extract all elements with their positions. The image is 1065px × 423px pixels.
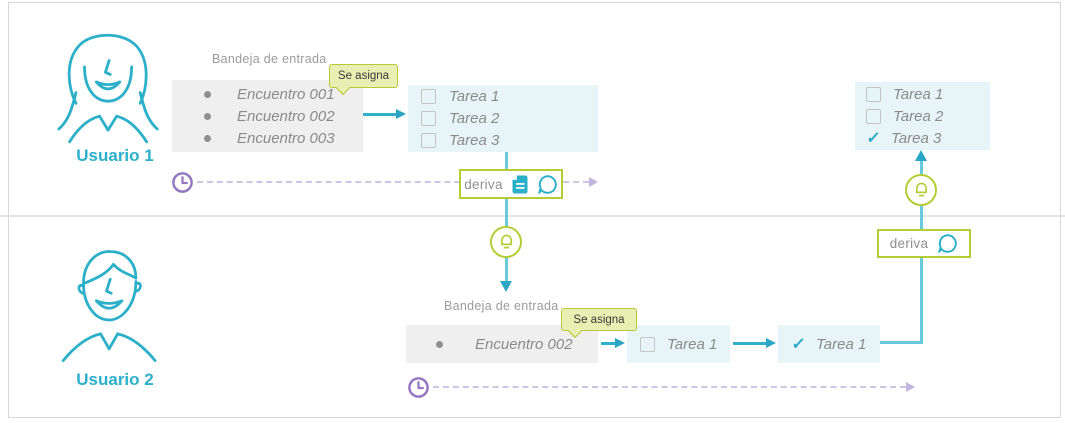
- list-item: Tarea 2: [421, 108, 598, 130]
- list-item: Encuentro 002: [436, 333, 598, 355]
- encounter-label: Encuentro 002: [475, 335, 573, 353]
- user1-task-box: Tarea 1 Tarea 2 Tarea 3: [408, 85, 598, 152]
- list-item: Tarea 1: [640, 333, 730, 355]
- deriva-label: deriva: [464, 176, 503, 192]
- list-item: Encuentro 001: [204, 83, 363, 105]
- bullet-icon: [204, 90, 211, 98]
- list-item: Tarea 3: [421, 130, 598, 152]
- section-divider: [0, 215, 1065, 217]
- deriva-box-1: deriva: [459, 169, 563, 199]
- encounter-label: Encuentro 001: [237, 85, 335, 103]
- diagram-frame: [8, 2, 1061, 418]
- deriva-box-2: deriva: [877, 229, 971, 258]
- arrow-up-icon: [915, 150, 927, 161]
- assign-tooltip: Se asigna: [561, 308, 637, 339]
- list-item: ✓ Tarea 3: [866, 127, 990, 149]
- connector-elbow-line: [880, 341, 923, 344]
- notification-bell-icon: [490, 226, 522, 258]
- arrow-right-icon: [615, 338, 625, 348]
- checkbox-icon: [421, 111, 436, 126]
- user1-inbox-label: Bandeja de entrada: [212, 52, 327, 66]
- assign-arrow-line-1: [355, 113, 397, 116]
- encounter-label: Encuentro 002: [237, 107, 335, 125]
- list-item: Tarea 1: [421, 86, 598, 108]
- list-item: ✓ Tarea 1: [791, 333, 880, 355]
- bullet-icon: [436, 340, 443, 348]
- assign-arrow-line-2: [601, 342, 616, 345]
- deriva-label: deriva: [889, 236, 929, 251]
- clock-icon: [172, 172, 193, 193]
- connector-derive-down-line: [505, 140, 508, 285]
- chat-bubble-icon: [938, 234, 957, 253]
- user2-avatar: [61, 250, 157, 362]
- task-label: Tarea 3: [891, 129, 942, 147]
- user1-result-task-box: Tarea 1 Tarea 2 ✓ Tarea 3: [855, 82, 990, 150]
- assign-tooltip-label: Se asigna: [337, 70, 390, 82]
- task-label: Tarea 1: [667, 335, 718, 353]
- list-item: Tarea 2: [866, 105, 990, 127]
- user2-inbox-box: Encuentro 002: [406, 325, 598, 363]
- bullet-icon: [204, 112, 211, 120]
- document-icon: [512, 175, 528, 193]
- checkbox-icon: [866, 86, 881, 102]
- check-icon: ✓: [790, 336, 807, 353]
- timeline-arrow-icon: [589, 177, 598, 187]
- user2-assigned-task-box: Tarea 1: [627, 325, 730, 363]
- assign-tooltip-label: Se asigna: [573, 313, 625, 326]
- user2-inbox-label: Bandeja de entrada: [444, 299, 559, 313]
- checkbox-icon: [421, 133, 436, 148]
- notification-bell-icon: [905, 174, 937, 206]
- user1-avatar: [57, 33, 159, 144]
- task-label: Tarea 1: [816, 335, 867, 353]
- task-label: Tarea 3: [449, 132, 500, 149]
- list-item: Encuentro 002: [204, 105, 363, 127]
- list-item: Tarea 1: [866, 83, 990, 105]
- user1-inbox-box: Encuentro 001 Encuentro 002 Encuentro 00…: [172, 80, 363, 152]
- encounter-label: Encuentro 003: [237, 129, 335, 147]
- list-item: Encuentro 003: [204, 127, 363, 149]
- clock-icon: [408, 377, 429, 398]
- assign-tooltip: Se asigna: [329, 64, 398, 96]
- arrow-down-icon: [500, 281, 512, 292]
- task-label: Tarea 1: [893, 85, 944, 103]
- checkbox-icon: [421, 89, 436, 104]
- arrow-right-icon: [766, 338, 776, 348]
- checkbox-icon: [866, 108, 881, 124]
- bullet-icon: [204, 134, 211, 142]
- task-label: Tarea 1: [449, 88, 500, 105]
- task-label: Tarea 2: [449, 110, 500, 127]
- timeline-arrow-icon: [906, 382, 915, 392]
- check-icon: ✓: [865, 130, 882, 147]
- timeline-dash-user1: [197, 181, 589, 183]
- timeline-dash-user2: [433, 386, 906, 388]
- user1-name: Usuario 1: [76, 146, 154, 165]
- user2-completed-task-box: ✓ Tarea 1: [778, 325, 880, 363]
- chat-bubble-icon: [538, 174, 557, 194]
- checkbox-icon: [640, 336, 655, 352]
- arrow-right-icon: [396, 109, 406, 119]
- complete-arrow-line: [733, 342, 767, 345]
- user2-name: Usuario 2: [76, 370, 154, 389]
- task-label: Tarea 2: [893, 107, 944, 125]
